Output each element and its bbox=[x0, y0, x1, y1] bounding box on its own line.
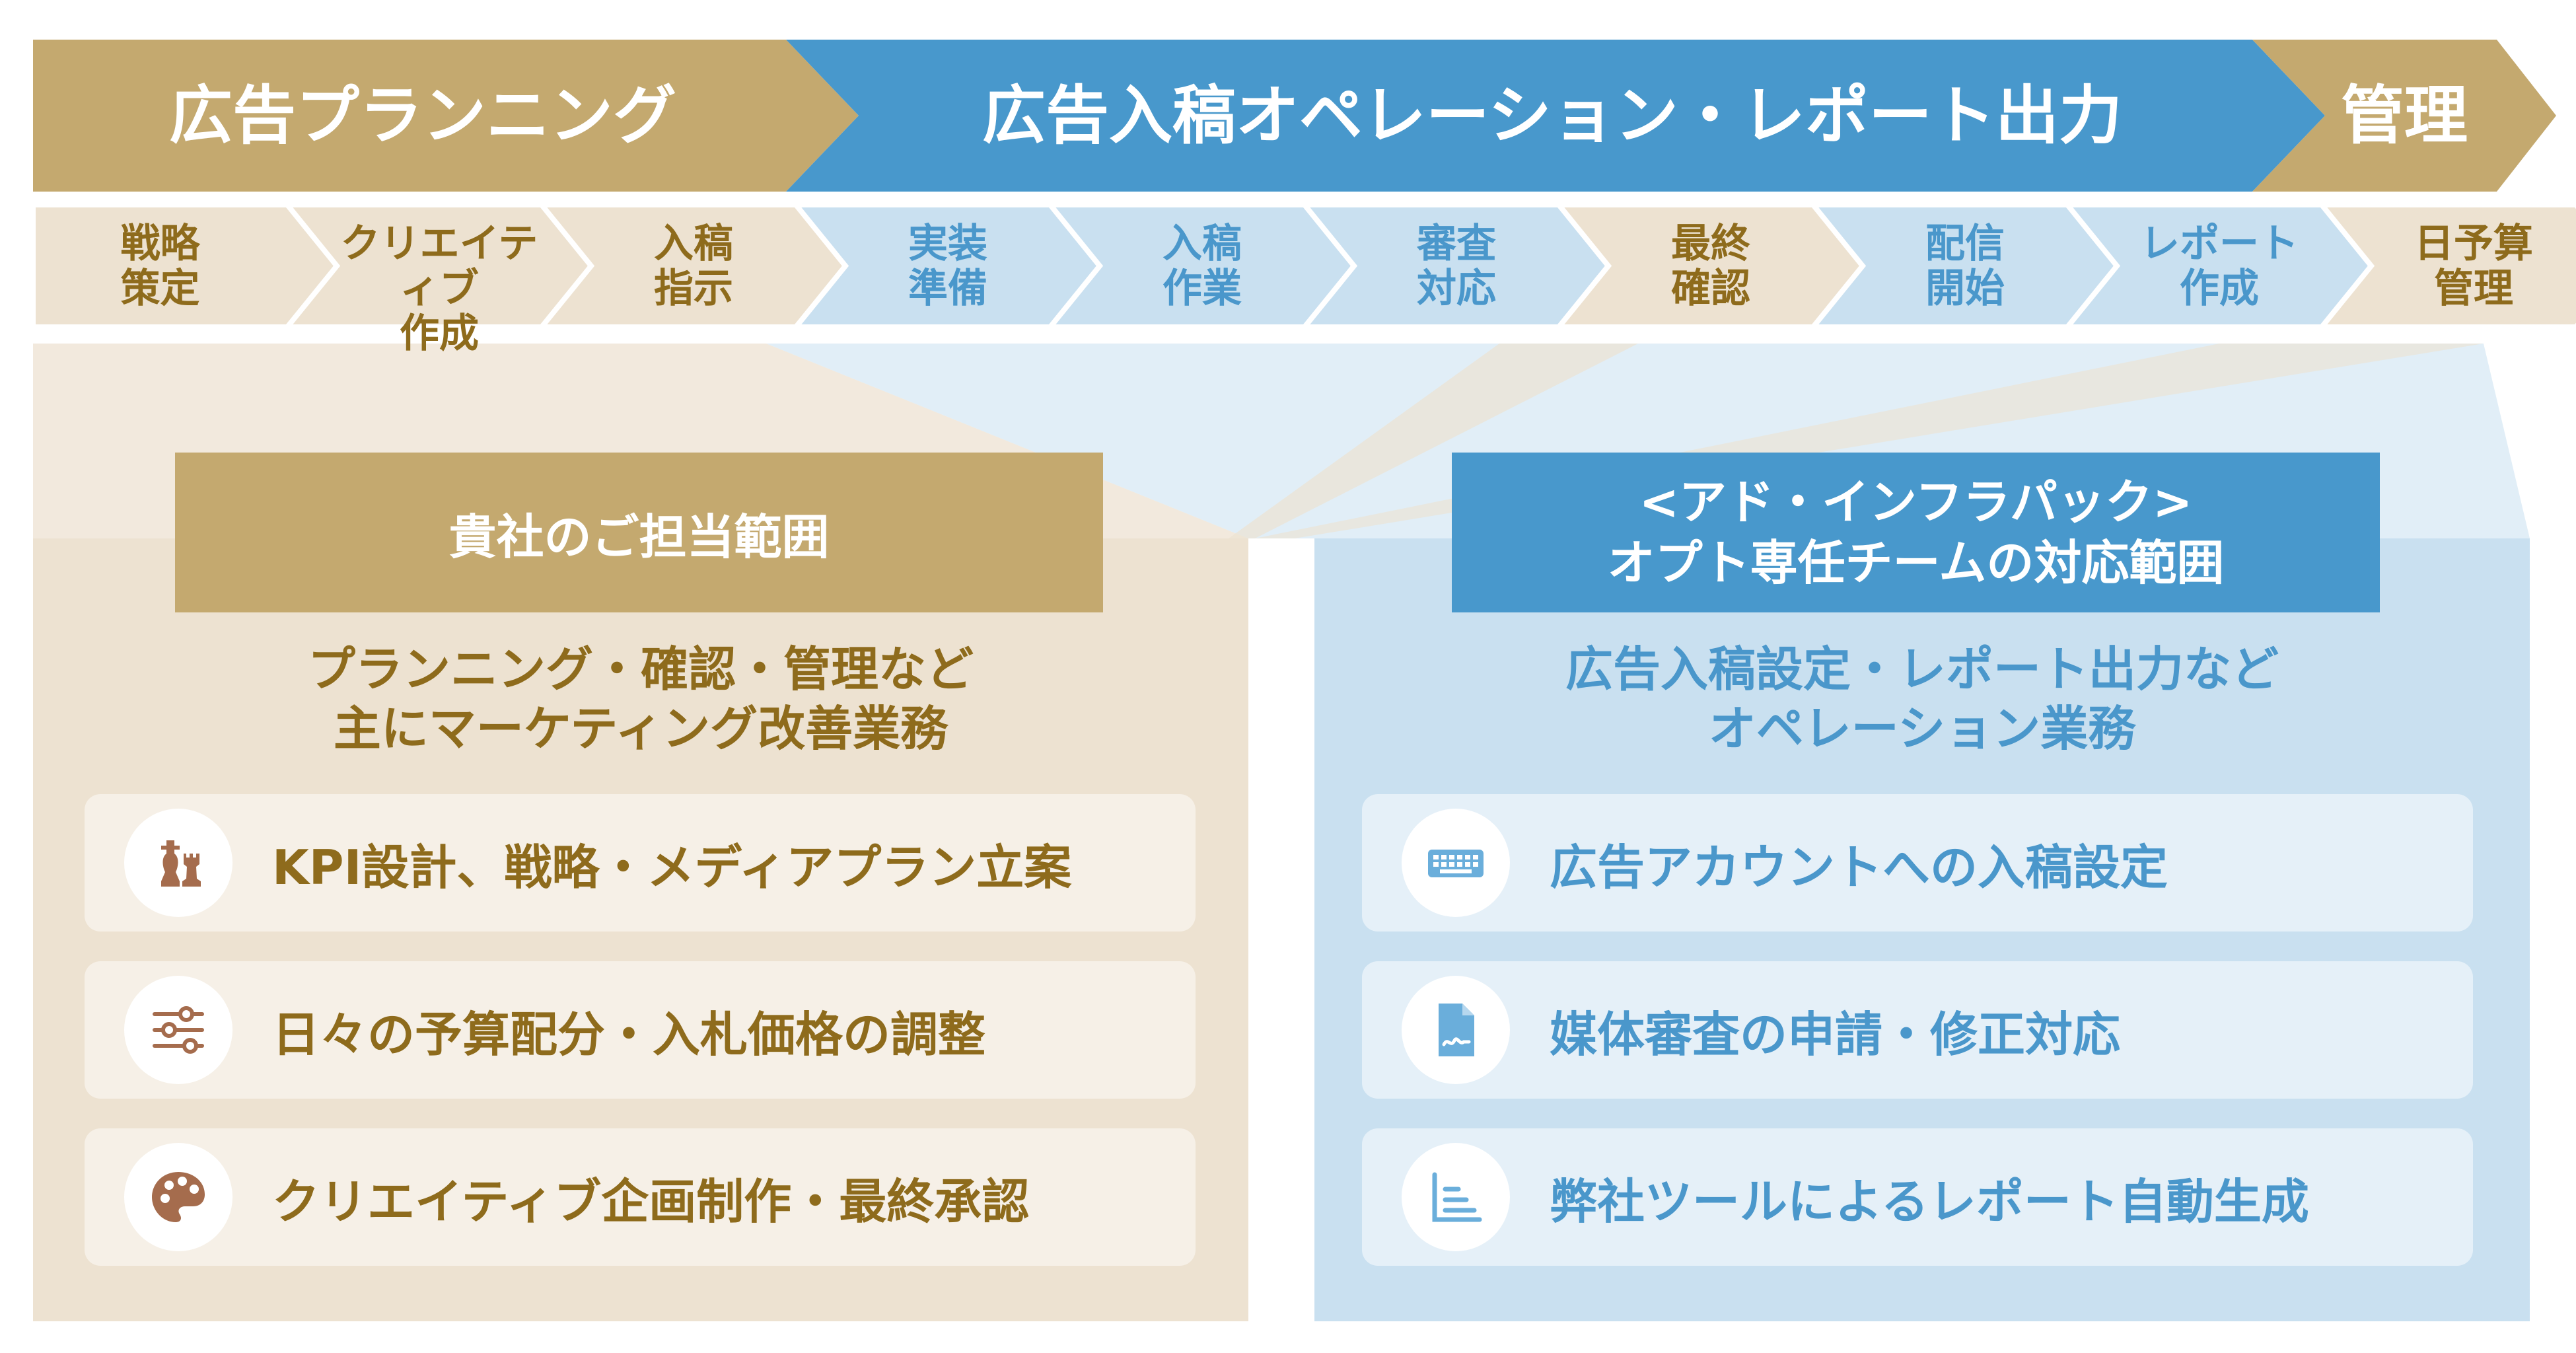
step-label-6: 最終 確認 bbox=[1671, 220, 1750, 312]
palette-icon bbox=[124, 1143, 233, 1251]
step-label-9: 日予算 管理 bbox=[2414, 220, 2533, 312]
chess-icon bbox=[124, 809, 233, 917]
team-panel-title-line2: オプト専任チームの対応範囲 bbox=[1607, 535, 2225, 591]
team-item-review-label: 媒体審査の申請・修正対応 bbox=[1550, 1006, 2121, 1062]
step-label-3: 実装 準備 bbox=[908, 220, 987, 312]
team-panel-subtitle: 広告入稿設定・レポート出力など オペレーション業務 bbox=[1565, 641, 2279, 756]
step-label-4: 入稿 作業 bbox=[1163, 220, 1242, 312]
phase-label-management: 管理 bbox=[2341, 79, 2468, 153]
step-label-8: レポート 作成 bbox=[2140, 220, 2299, 312]
team-item-report-label: 弊社ツールによるレポート自動生成 bbox=[1550, 1173, 2309, 1229]
sliders-icon bbox=[124, 976, 233, 1084]
team-item-review: 媒体審査の申請・修正対応 bbox=[1362, 961, 2473, 1099]
step-label-0: 戦略 策定 bbox=[120, 220, 200, 312]
document-check-icon bbox=[1402, 976, 1510, 1084]
team-panel-header: <アド・インフラパック> オプト専任チームの対応範囲 bbox=[1452, 453, 2380, 612]
phase-chevron-management bbox=[2252, 40, 2556, 192]
client-item-creative: クリエイティブ企画制作・最終承認 bbox=[85, 1128, 1196, 1266]
client-item-kpi: KPI設計、戦略・メディアプラン立案 bbox=[85, 794, 1196, 932]
team-item-setup: 広告アカウントへの入稿設定 bbox=[1362, 794, 2473, 932]
client-item-budget: 日々の予算配分・入札価格の調整 bbox=[85, 961, 1196, 1099]
step-label-7: 配信 開始 bbox=[1925, 220, 2005, 312]
step-label-2: 入稿 指示 bbox=[654, 220, 733, 312]
phase-chevron-planning bbox=[33, 40, 859, 192]
phase-label-operation: 広告入稿オペレーション・レポート出力 bbox=[982, 79, 2123, 153]
client-panel-header: 貴社のご担当範囲 bbox=[175, 453, 1103, 612]
step-chevron-9 bbox=[2316, 202, 2576, 330]
client-panel-title: 貴社のご担当範囲 bbox=[448, 509, 830, 565]
final-check-connector bbox=[1229, 344, 1638, 538]
client-panel-subtitle: プランニング・確認・管理など 主にマーケティング改善業務 bbox=[307, 641, 974, 756]
team-item-report: 弊社ツールによるレポート自動生成 bbox=[1362, 1128, 2473, 1266]
client-item-kpi-label: KPI設計、戦略・メディアプラン立案 bbox=[272, 839, 1072, 895]
client-item-creative-label: クリエイティブ企画制作・最終承認 bbox=[272, 1173, 1030, 1229]
client-item-budget-label: 日々の予算配分・入札価格の調整 bbox=[272, 1006, 986, 1062]
step-label-1: クリエイティブ 作成 bbox=[340, 220, 538, 357]
step-label-5: 審査 対応 bbox=[1417, 220, 1496, 312]
keyboard-icon bbox=[1402, 809, 1510, 917]
team-item-setup-label: 広告アカウントへの入稿設定 bbox=[1550, 839, 2168, 895]
step-chevrons bbox=[30, 202, 2576, 330]
phase-label-planning: 広告プランニング bbox=[169, 79, 676, 153]
chart-list-icon bbox=[1402, 1143, 1510, 1251]
team-panel-title-line1: <アド・インフラパック> bbox=[1639, 474, 2193, 530]
phase-chevron-operation bbox=[786, 40, 2325, 192]
